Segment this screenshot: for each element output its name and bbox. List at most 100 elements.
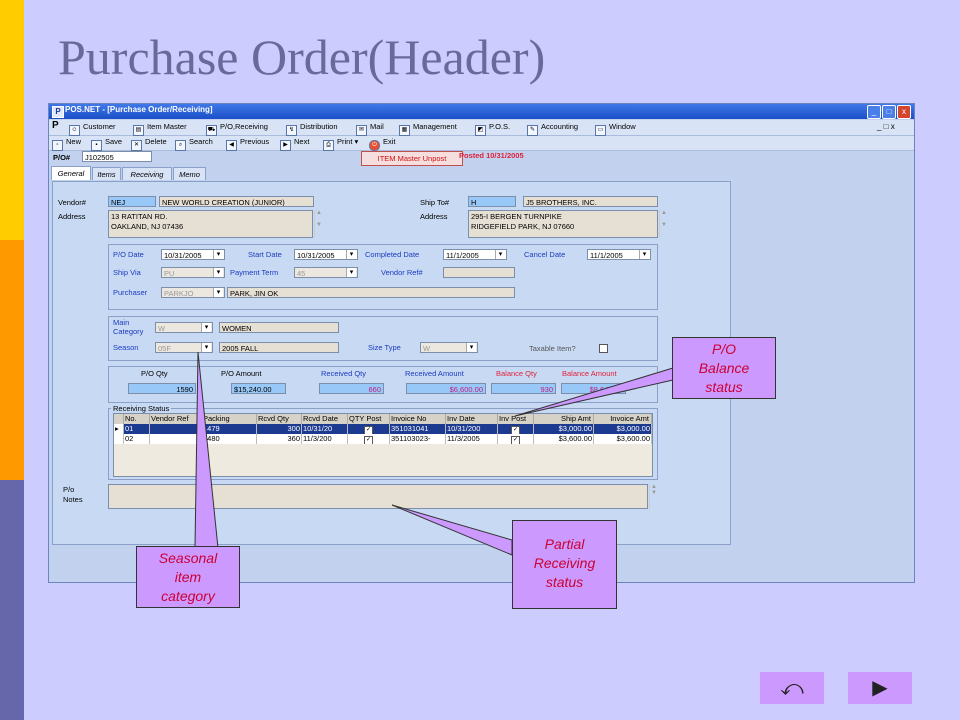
accent-bar-purple: [0, 480, 24, 720]
mdi-window-controls[interactable]: _ □ x: [877, 122, 895, 131]
cell-invoice-amt[interactable]: $3,000.00: [594, 424, 652, 434]
cell-inv-date[interactable]: 10/31/200: [446, 424, 498, 434]
cell-packing[interactable]: 1479: [202, 424, 257, 434]
new-icon: ▫: [52, 140, 63, 151]
po-qty-label: P/O Qty: [141, 369, 168, 378]
window-titlebar[interactable]: P POS.NET - [Purchase Order/Receiving] _…: [49, 104, 914, 119]
ship-via-select[interactable]: PU: [161, 267, 225, 278]
vendor-address-scrollbar[interactable]: ▲▼: [314, 210, 323, 238]
menu-item-item-master[interactable]: ▤Item Master: [133, 122, 187, 136]
received-amount-label: Received Amount: [405, 369, 464, 378]
cell-rcvd-date[interactable]: 10/31/20: [302, 424, 348, 434]
notes-scrollbar[interactable]: ▲▼: [649, 484, 658, 509]
cell-rcvd-date[interactable]: 11/3/200: [302, 434, 348, 444]
tab-receiving[interactable]: Receiving: [122, 167, 172, 180]
management-icon: ▦: [399, 125, 410, 136]
menu-label: P/O,Receiving: [220, 122, 268, 131]
ship-to-address-line1: 295-I BERGEN TURNPIKE: [471, 212, 562, 221]
maximize-button[interactable]: □: [882, 105, 896, 119]
cell-ship-amt[interactable]: $3,000.00: [534, 424, 594, 434]
col-header-inv-date[interactable]: Inv Date: [446, 414, 498, 424]
cell-rcvd-qty[interactable]: 360: [257, 434, 302, 444]
cell-qty-post[interactable]: ✓: [348, 424, 390, 434]
ship-to-code-input[interactable]: H: [468, 196, 516, 207]
cell-invoice-no[interactable]: 351031041: [390, 424, 446, 434]
menu-item-po-receiving[interactable]: ⛟P/O,Receiving: [206, 122, 268, 136]
close-button[interactable]: x: [897, 105, 911, 119]
main-category-select[interactable]: W: [155, 322, 213, 333]
start-date-picker[interactable]: 10/31/2005: [294, 249, 358, 260]
exit-button[interactable]: ⏻Exit: [369, 137, 396, 151]
menu-item-window[interactable]: ▭Window: [595, 122, 636, 136]
po-date-picker[interactable]: 10/31/2005: [161, 249, 225, 260]
ship-to-name-field: J5 BROTHERS, INC.: [523, 196, 658, 207]
delete-button[interactable]: ✕Delete: [131, 137, 167, 151]
purchaser-name-field: PARK, JIN OK: [227, 287, 515, 298]
menu-item-accounting[interactable]: ✎Accounting: [527, 122, 578, 136]
inv-post-checkbox[interactable]: ✓: [511, 436, 520, 444]
posted-status: Posted 10/31/2005: [459, 151, 524, 160]
new-button[interactable]: ▫New: [52, 137, 81, 151]
cell-qty-post[interactable]: ✓: [348, 434, 390, 444]
qty-post-checkbox[interactable]: ✓: [364, 426, 373, 434]
vendor-address-field[interactable]: 13 RATITAN RD. OAKLAND, NJ 07436: [108, 210, 313, 238]
order-info-group: [108, 244, 658, 310]
qty-post-checkbox[interactable]: ✓: [364, 436, 373, 444]
menu-item-customer[interactable]: ☺Customer: [69, 122, 116, 136]
size-type-select[interactable]: W: [420, 342, 478, 353]
table-row[interactable]: 02 1480 360 11/3/200 ✓ 351103023- 11/3/2…: [114, 434, 652, 444]
col-header-ship-amt[interactable]: Ship Amt: [534, 414, 594, 424]
table-row[interactable]: ▸ 01 1479 300 10/31/20 ✓ 351031041 10/31…: [114, 424, 652, 434]
menu-item-mail[interactable]: ✉Mail: [356, 122, 384, 136]
menu-item-distribution[interactable]: ↯Distribution: [286, 122, 338, 136]
cell-ship-amt[interactable]: $3,600.00: [534, 434, 594, 444]
cell-inv-date[interactable]: 11/3/2005: [446, 434, 498, 444]
search-button[interactable]: ⌕Search: [175, 137, 213, 151]
save-button[interactable]: ▪Save: [91, 137, 122, 151]
season-select[interactable]: 05F: [155, 342, 213, 353]
cell-no[interactable]: 02: [124, 434, 150, 444]
cell-inv-post[interactable]: ✓: [498, 434, 534, 444]
minimize-button[interactable]: _: [867, 105, 881, 119]
payment-term-select[interactable]: 45: [294, 267, 358, 278]
return-button[interactable]: ⤺: [760, 672, 824, 704]
col-header-invoice-amt[interactable]: Invoice Amt: [594, 414, 652, 424]
menu-item-management[interactable]: ▦Management: [399, 122, 457, 136]
cell-rcvd-qty[interactable]: 300: [257, 424, 302, 434]
tab-general[interactable]: General: [51, 166, 91, 180]
vendor-ref-input[interactable]: [443, 267, 515, 278]
menu-item-pos[interactable]: ◩P.O.S.: [475, 122, 510, 136]
purchaser-select[interactable]: PARKJO: [161, 287, 225, 298]
tab-items[interactable]: Items: [92, 167, 121, 180]
next-slide-button[interactable]: ▶: [848, 672, 912, 704]
item-master-unpost-button[interactable]: ITEM Master Unpost: [361, 151, 463, 166]
vendor-code-input[interactable]: NEJ: [108, 196, 156, 207]
col-header-invoice-no[interactable]: Invoice No: [390, 414, 446, 424]
cell-no[interactable]: 01: [124, 424, 150, 434]
ship-to-address-scrollbar[interactable]: ▲▼: [659, 210, 668, 238]
col-header-no[interactable]: No.: [124, 414, 150, 424]
col-header-packing[interactable]: Packing: [202, 414, 257, 424]
cancel-date-picker[interactable]: 11/1/2005: [587, 249, 651, 260]
completed-date-picker[interactable]: 11/1/2005: [443, 249, 507, 260]
cell-invoice-no[interactable]: 351103023-: [390, 434, 446, 444]
col-header-rcvd-date[interactable]: Rcvd Date: [302, 414, 348, 424]
tab-memo[interactable]: Memo: [173, 167, 206, 180]
cell-inv-post[interactable]: ✓: [498, 424, 534, 434]
cell-invoice-amt[interactable]: $3,600.00: [594, 434, 652, 444]
col-header-inv-post[interactable]: Inv Post: [498, 414, 534, 424]
inv-post-checkbox[interactable]: ✓: [511, 426, 520, 434]
print-button[interactable]: ⎙Print ▾: [323, 137, 358, 151]
po-number-input[interactable]: J102505: [82, 151, 152, 162]
cell-packing[interactable]: 1480: [202, 434, 257, 444]
taxable-item-checkbox[interactable]: [599, 344, 608, 353]
col-header-qty-post[interactable]: QTY Post: [348, 414, 390, 424]
chevron-down-icon[interactable]: ▾: [354, 137, 359, 146]
ship-to-address-field[interactable]: 295-I BERGEN TURNPIKE RIDGEFIELD PARK, N…: [468, 210, 658, 238]
toolbar-label: Exit: [383, 137, 396, 146]
main-category-label-line2: Category: [113, 327, 144, 336]
col-header-rcvd-qty[interactable]: Rcvd Qty: [257, 414, 302, 424]
previous-button[interactable]: ◀Previous: [226, 137, 269, 151]
menu-label: Mail: [370, 122, 384, 131]
next-button[interactable]: ▶Next: [280, 137, 309, 151]
